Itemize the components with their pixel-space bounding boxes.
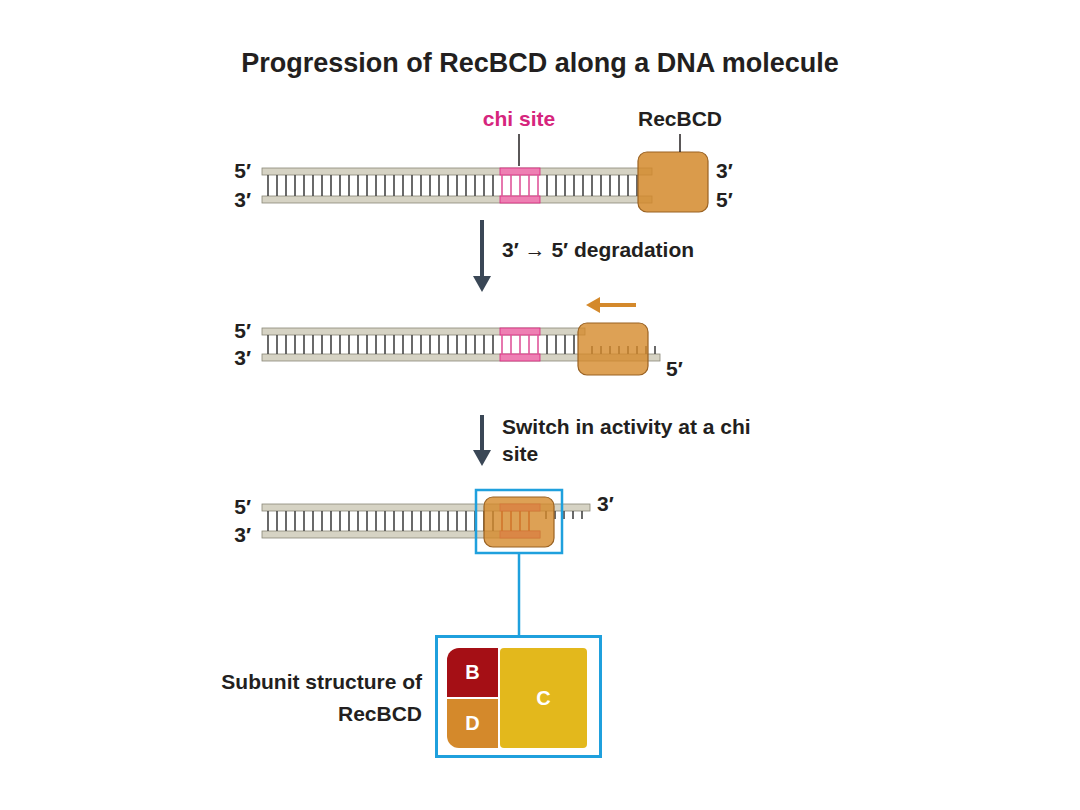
strand-end-label: 3′ bbox=[234, 521, 251, 548]
step-label: 3′ → 5′ degradation bbox=[502, 236, 694, 263]
subunit-d: D bbox=[447, 699, 498, 748]
strand-end-label: 5′ bbox=[716, 186, 733, 213]
strand-end-label: 3′ bbox=[716, 157, 733, 184]
strand-end-label: 5′ bbox=[234, 157, 251, 184]
strand-end-label: 3′ bbox=[597, 490, 614, 517]
strand-end-label: 5′ bbox=[234, 493, 251, 520]
leader-lines bbox=[519, 134, 680, 166]
step-label: Switch in activity at a chi site bbox=[502, 413, 760, 468]
recbcd-enzyme bbox=[484, 152, 708, 547]
strand-end-label: 5′ bbox=[234, 317, 251, 344]
subunit-letter: D bbox=[465, 712, 479, 735]
step-arrows bbox=[473, 220, 491, 466]
heading: Subunit structure of RecBCD bbox=[210, 666, 422, 729]
callout-label: RecBCD bbox=[638, 105, 722, 132]
strand-end-label: 5′ bbox=[666, 355, 683, 382]
zoom-callout bbox=[476, 490, 562, 635]
title: Progression of RecBCD along a DNA molecu… bbox=[0, 48, 1080, 79]
strand-end-label: 3′ bbox=[234, 344, 251, 371]
dna-strands bbox=[262, 168, 660, 538]
subunit-b: B bbox=[447, 648, 498, 697]
zoom-box: Subunit structure of RecBCDBDC bbox=[435, 635, 602, 758]
dna-rungs bbox=[268, 175, 655, 531]
callout-label: chi site bbox=[483, 105, 555, 132]
direction-arrow bbox=[586, 297, 636, 313]
subunit-letter: B bbox=[465, 661, 479, 684]
subunit-c: C bbox=[500, 648, 587, 748]
strand-end-label: 3′ bbox=[234, 186, 251, 213]
subunit-letter: C bbox=[536, 687, 550, 710]
